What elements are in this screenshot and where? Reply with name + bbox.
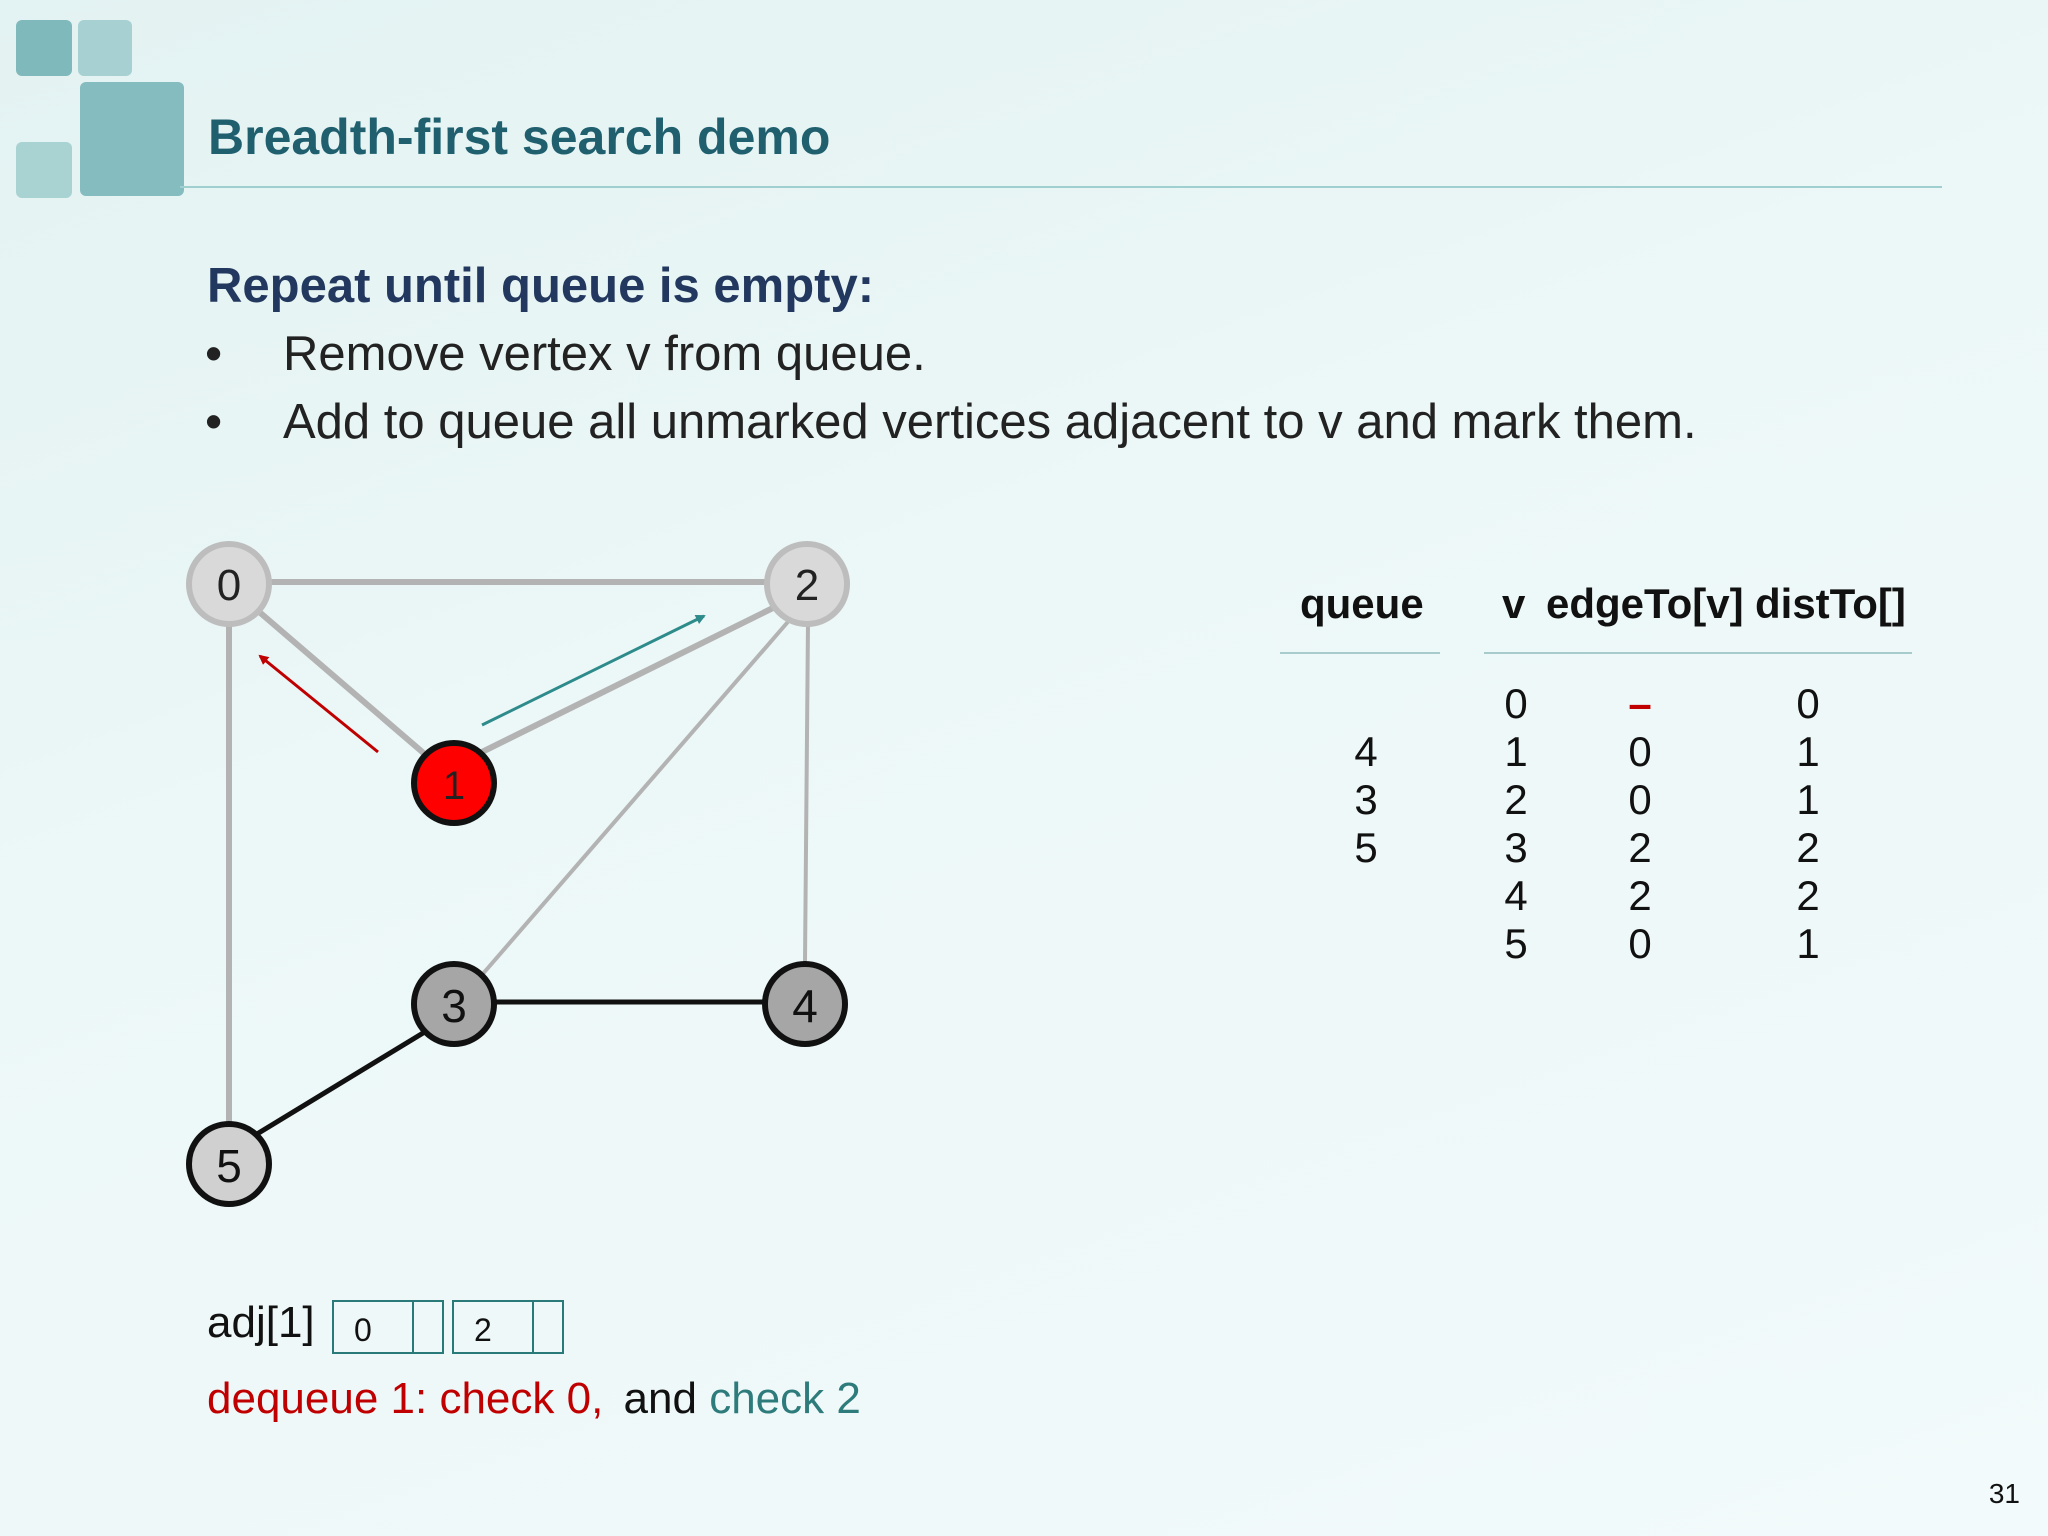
edge-2-3 bbox=[479, 614, 795, 978]
edge-1-2 bbox=[476, 601, 783, 757]
table-cell: 2 bbox=[1628, 872, 1652, 919]
check-arrow-2 bbox=[481, 614, 706, 727]
adj-node: 2 bbox=[452, 1300, 564, 1354]
table-cell: 2 bbox=[1796, 824, 1820, 871]
queue-header-divider bbox=[1280, 652, 1440, 654]
vertex-1: 1 bbox=[411, 740, 497, 826]
queue-item: 5 bbox=[1354, 824, 1378, 871]
table-header-divider bbox=[1484, 652, 1912, 654]
title-divider bbox=[180, 186, 1942, 188]
table-cell: 2 bbox=[1796, 872, 1820, 919]
queue-item: 3 bbox=[1354, 776, 1378, 823]
caption-check: check 2 bbox=[709, 1374, 861, 1423]
table-cell: 2 bbox=[1504, 776, 1528, 823]
table-cell: 1 bbox=[1796, 728, 1820, 775]
vertex-label: 5 bbox=[216, 1140, 242, 1192]
caption-dequeue: dequeue 1: check 0, bbox=[207, 1374, 604, 1423]
table-cell: 0 bbox=[1628, 920, 1652, 967]
edgeto-column: – 0 0 2 2 0 bbox=[1610, 680, 1670, 968]
edge-0-1 bbox=[248, 601, 436, 765]
page-title: Breadth-first search demo bbox=[208, 109, 831, 165]
table-cell: 3 bbox=[1504, 824, 1528, 871]
vertex-2: 2 bbox=[764, 541, 850, 627]
bullet-text: Remove vertex v from queue. bbox=[283, 327, 926, 381]
vertex-5: 5 bbox=[186, 1121, 272, 1207]
table-cell: 4 bbox=[1504, 872, 1528, 919]
queue-item: 4 bbox=[1354, 728, 1378, 775]
table-cell: 1 bbox=[1796, 776, 1820, 823]
v-column: 0 1 2 3 4 5 bbox=[1486, 680, 1546, 968]
table-cell: 0 bbox=[1628, 776, 1652, 823]
instruction-heading: Repeat until queue is empty: bbox=[207, 259, 875, 313]
vertex-label: 3 bbox=[441, 980, 467, 1032]
table-cell: 0 bbox=[1504, 680, 1528, 727]
bullet-text: Add to queue all unmarked vertices adjac… bbox=[283, 395, 1697, 449]
queue-column: 4 3 5 bbox=[1336, 728, 1396, 872]
table-cell: 2 bbox=[1628, 824, 1652, 871]
vertex-label: 0 bbox=[217, 561, 241, 610]
table-cell: 0 bbox=[1628, 728, 1652, 775]
header-edgeto: edgeTo[v] bbox=[1546, 580, 1744, 627]
adj-label: adj[1] bbox=[207, 1298, 315, 1347]
check-arrow-0 bbox=[258, 654, 379, 754]
header-distto: distTo[] bbox=[1755, 580, 1906, 627]
bullet-dot: • bbox=[205, 395, 223, 449]
table-cell: 5 bbox=[1504, 920, 1528, 967]
vertex-4: 4 bbox=[762, 961, 848, 1047]
decor-square bbox=[80, 82, 184, 196]
vertex-label: 1 bbox=[443, 764, 465, 808]
adj-node-value: 0 bbox=[334, 1302, 414, 1352]
distto-column: 0 1 1 2 2 1 bbox=[1778, 680, 1838, 968]
adj-node-value: 2 bbox=[454, 1302, 534, 1352]
vertex-label: 4 bbox=[792, 980, 818, 1032]
vertex-label: 2 bbox=[795, 561, 819, 610]
decor-square bbox=[16, 142, 72, 198]
decor-square bbox=[78, 20, 132, 76]
table-cell: 1 bbox=[1796, 920, 1820, 967]
table-cell: 1 bbox=[1504, 728, 1528, 775]
decor-square bbox=[16, 20, 72, 76]
edge-3-5 bbox=[255, 1027, 430, 1137]
header-queue: queue bbox=[1300, 580, 1424, 627]
table-cell: – bbox=[1628, 680, 1652, 727]
table-cell: 0 bbox=[1796, 680, 1820, 727]
vertex-0: 0 bbox=[186, 541, 272, 627]
page-number: 31 bbox=[1988, 1478, 2020, 1509]
bullet-dot: • bbox=[205, 327, 223, 381]
caption-and: and bbox=[623, 1374, 697, 1423]
step-caption: dequeue 1: check 0, and check 2 bbox=[207, 1374, 861, 1424]
edge-2-4 bbox=[803, 621, 810, 963]
vertex-3: 3 bbox=[411, 961, 497, 1047]
header-v: v bbox=[1502, 580, 1526, 627]
adj-node: 0 bbox=[332, 1300, 444, 1354]
